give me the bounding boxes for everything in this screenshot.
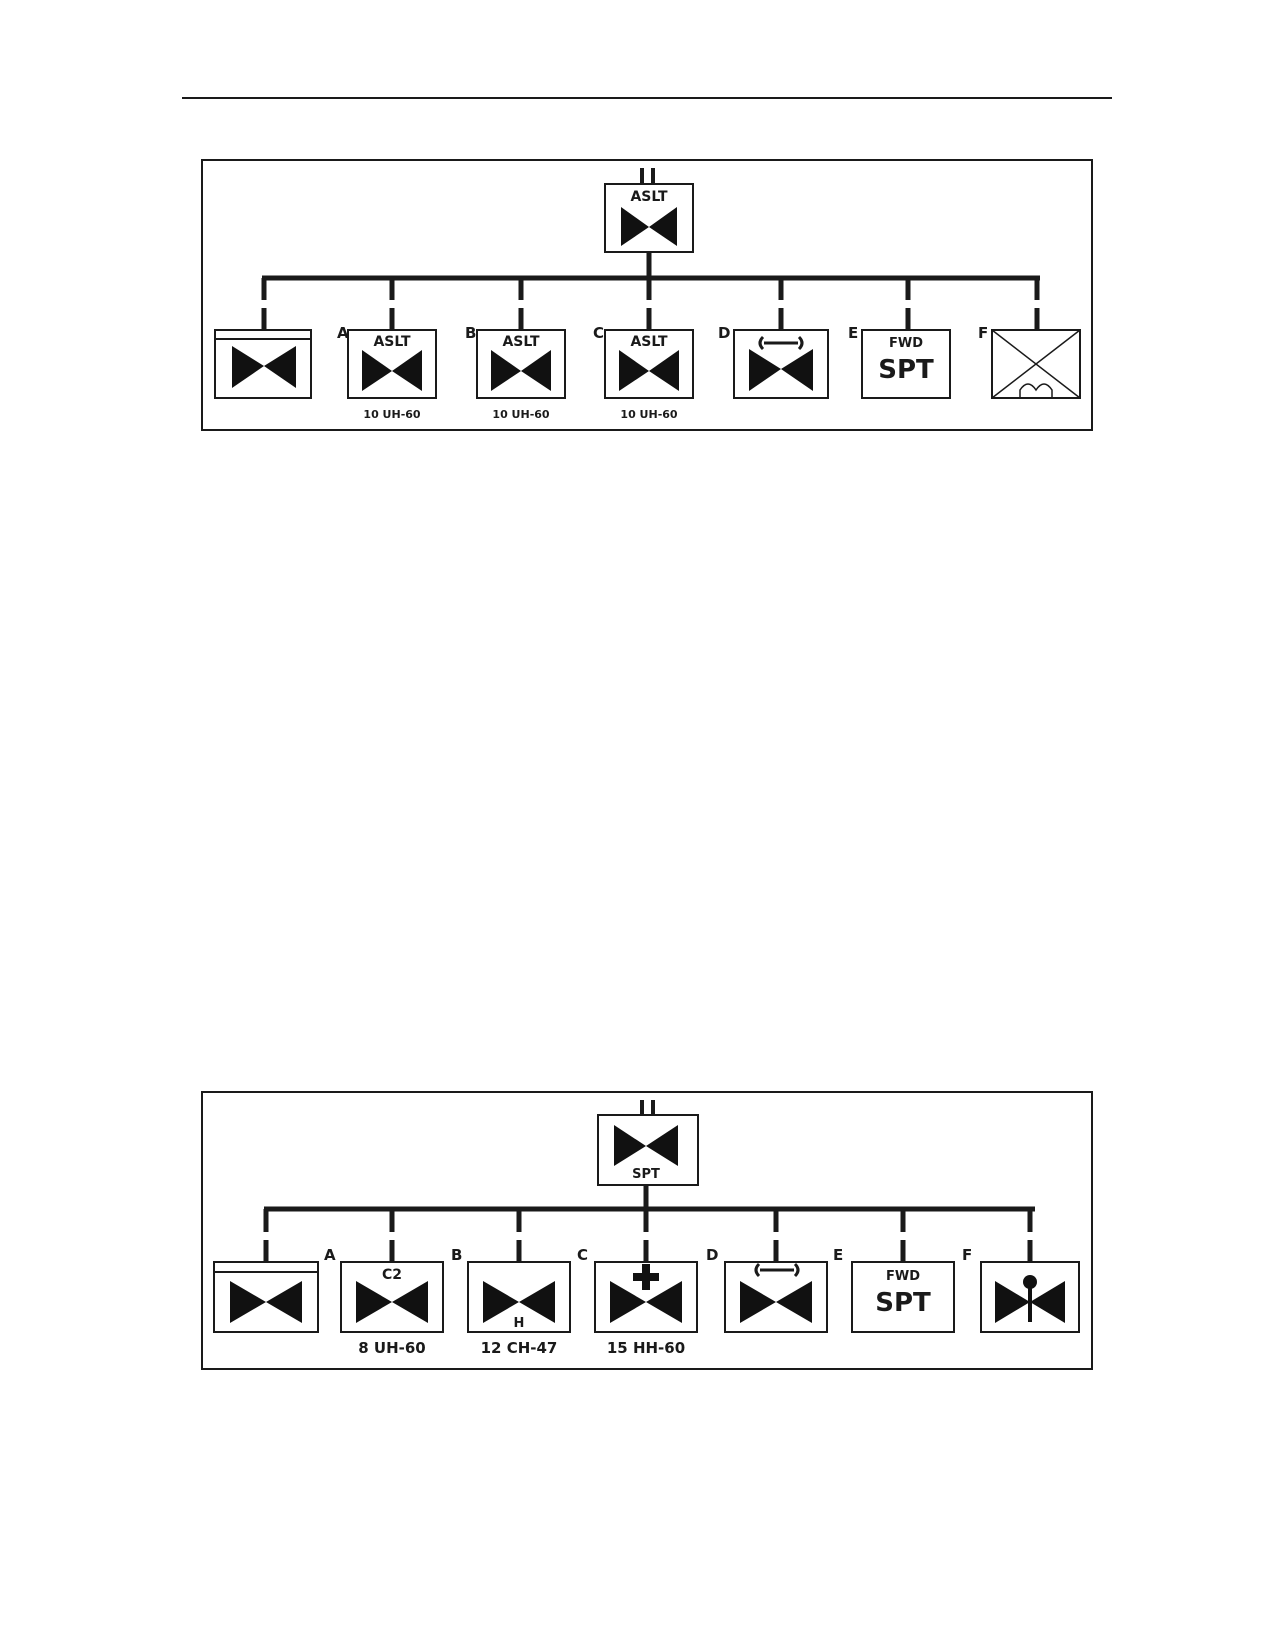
bowtie-right — [392, 1281, 428, 1323]
bowtie-right — [649, 350, 679, 391]
bowtie-left — [483, 1281, 519, 1323]
unit-e-main-label: SPT — [875, 1288, 931, 1318]
bowtie-right — [519, 1281, 555, 1323]
bowtie-right — [392, 350, 422, 391]
unit-a-assault: ASLT — [347, 329, 437, 399]
bowtie-right — [776, 1281, 812, 1323]
unit-b-heavy-lift: H — [467, 1261, 571, 1333]
unit-letter-e: E — [848, 324, 858, 342]
bowtie-right — [649, 207, 677, 246]
bowtie-right — [1030, 1281, 1065, 1323]
bowtie-left — [230, 1281, 266, 1323]
unit-e-forward-support: FWD SPT — [851, 1261, 955, 1333]
bowtie-left — [356, 1281, 392, 1323]
hq-unit-symbol: SPT — [597, 1114, 699, 1186]
unit-letter-b: B — [451, 1246, 462, 1264]
unit-b-assault: ASLT — [476, 329, 566, 399]
wrench-icon — [758, 335, 804, 351]
bowtie-right — [264, 346, 296, 388]
unit-letter-d: D — [706, 1246, 718, 1264]
unit-e-top-label: FWD — [886, 1269, 920, 1284]
x-diagonal — [991, 329, 1081, 399]
unit-letter-a: A — [324, 1246, 336, 1264]
bowtie-left — [740, 1281, 776, 1323]
unit-d-maintenance — [733, 329, 829, 399]
unit-e-forward-support: FWD SPT — [861, 329, 951, 399]
unit-a-top-label: C2 — [382, 1267, 402, 1283]
unit-letter-e: E — [833, 1246, 843, 1264]
unit-hhc — [213, 1261, 319, 1333]
unit-f-air-traffic — [980, 1261, 1080, 1333]
wrench-icon — [754, 1262, 800, 1278]
bowtie-right — [646, 1281, 682, 1323]
medical-cross-icon — [633, 1264, 659, 1290]
antenna-icon — [1023, 1275, 1037, 1322]
unit-c-top-label: ASLT — [630, 334, 668, 350]
bowtie-right — [781, 349, 813, 391]
unit-letter-f: F — [978, 324, 988, 342]
diagram-frame — [201, 1091, 1093, 1370]
unit-c-caption: 15 HH-60 — [607, 1339, 685, 1357]
bowtie-left — [621, 207, 649, 246]
unit-connectors — [263, 1209, 1033, 1262]
unit-e-top-label: FWD — [889, 336, 923, 351]
header-rule — [182, 97, 1112, 99]
signal-icon — [1019, 383, 1053, 397]
hq-unit-symbol: ASLT — [604, 183, 694, 253]
bowtie-left — [619, 350, 649, 391]
bowtie-left — [362, 350, 392, 391]
hq-bottom-label: SPT — [632, 1167, 660, 1182]
unit-b-caption: 10 UH-60 — [492, 408, 549, 421]
hq-frame — [604, 183, 694, 253]
bowtie-right — [646, 1125, 678, 1166]
bowtie-left — [232, 346, 264, 388]
unit-letter-d: D — [718, 324, 730, 342]
unit-b-bottom-label: H — [514, 1316, 525, 1331]
bowtie-left — [995, 1281, 1030, 1323]
hq-top-label: ASLT — [630, 189, 668, 205]
unit-d-maintenance — [724, 1261, 828, 1333]
bowtie-left — [491, 350, 521, 391]
unit-letter-f: F — [962, 1246, 972, 1264]
unit-letter-c: C — [593, 324, 604, 342]
unit-b-caption: 12 CH-47 — [481, 1339, 558, 1357]
unit-letter-b: B — [465, 324, 476, 342]
diagram-frame — [201, 159, 1093, 431]
unit-hhc — [214, 329, 312, 399]
unit-letter-c: C — [577, 1246, 588, 1264]
bowtie-left — [614, 1125, 646, 1166]
unit-a-caption: 10 UH-60 — [363, 408, 420, 421]
unit-connectors — [261, 278, 1040, 330]
bowtie-right — [266, 1281, 302, 1323]
unit-c-caption: 10 UH-60 — [620, 408, 677, 421]
unit-a-command-control: C2 — [340, 1261, 444, 1333]
unit-c-medevac — [594, 1261, 698, 1333]
unit-e-main-label: SPT — [878, 355, 934, 385]
bowtie-right — [521, 350, 551, 391]
unit-b-top-label: ASLT — [502, 334, 540, 350]
unit-c-assault: ASLT — [604, 329, 694, 399]
bowtie-left — [749, 349, 781, 391]
unit-a-caption: 8 UH-60 — [358, 1339, 426, 1357]
bowtie-left — [610, 1281, 646, 1323]
unit-letter-a: A — [337, 324, 349, 342]
unit-a-top-label: ASLT — [373, 334, 411, 350]
unit-f-signal — [991, 329, 1081, 399]
